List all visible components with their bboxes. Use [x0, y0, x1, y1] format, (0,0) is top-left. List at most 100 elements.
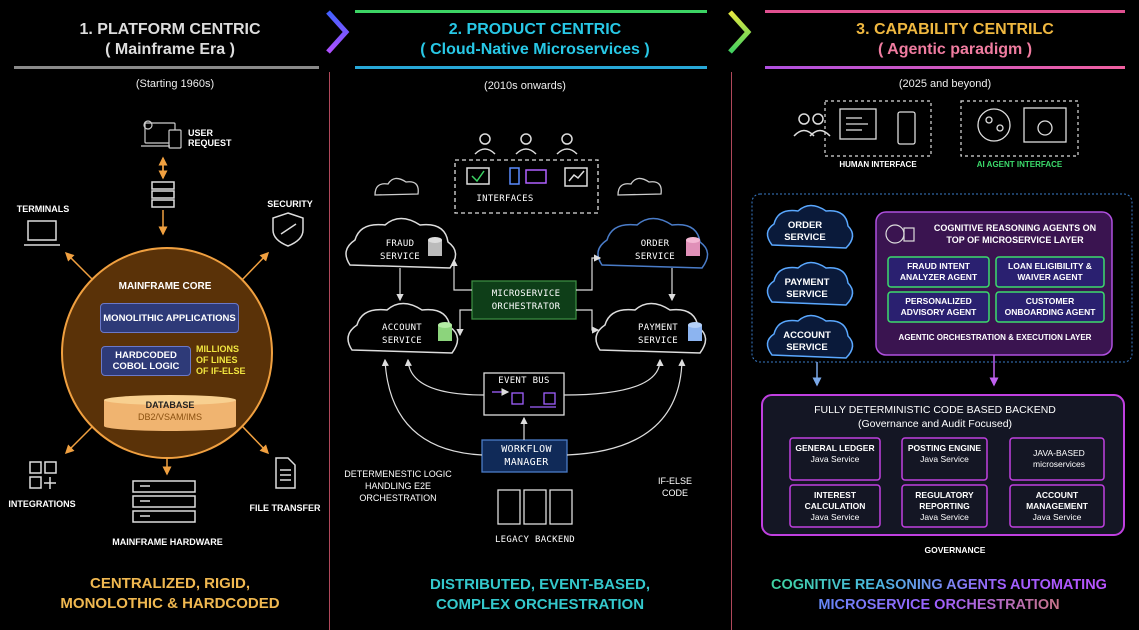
col1-title: 1. PLATFORM CENTRIC ( Mainframe Era ): [79, 21, 261, 58]
col3-diagram: [751, 100, 1133, 536]
monolithic-box: MONOLITHIC APPLICATIONS: [100, 303, 239, 333]
agent-advisory: PERSONALIZED ADVISORY AGENT: [900, 296, 977, 317]
col3-summary: COGNITIVE REASONING AGENTS AUTOMATING MI…: [745, 575, 1133, 615]
backend-service: [901, 484, 988, 528]
human-interface-label: HUMAN INTERFACE: [839, 160, 917, 169]
payment-service-cloud: [595, 302, 707, 354]
interfaces-box: [454, 159, 599, 214]
users-icon: [793, 113, 831, 137]
orchestrator-box: [471, 280, 577, 320]
col3-divider: [765, 66, 1125, 69]
server-icon: [151, 181, 175, 208]
account-service-label: ACCOUNT SERVICE: [783, 330, 831, 353]
divider-vertical: [731, 72, 732, 630]
backend-service: [789, 437, 881, 481]
col1-era: (Starting 1960s): [135, 78, 215, 90]
workflow-box: [481, 439, 568, 473]
fraud-service-cloud: [345, 217, 457, 269]
payment-service-label: PAYMENT SERVICE: [637, 323, 679, 346]
backend-service: [1009, 437, 1105, 481]
users-icon: [474, 133, 578, 155]
governance-label: GOVERNANCE: [924, 545, 986, 555]
order-service-cloud: [597, 217, 709, 269]
account-service-label: ACCOUNT SERVICE: [381, 323, 423, 346]
backend-service: [789, 484, 881, 528]
terminals-label: TERMINALS: [16, 204, 70, 214]
terminal-icon: [24, 220, 60, 246]
svc-posting-engine: POSTING ENGINE Java Service: [907, 443, 982, 464]
col1-summary: CENTRALIZED, RIGID, MONOLOTHIC & HARDCOD…: [60, 575, 280, 612]
backend-service: [901, 437, 988, 481]
hardware-label: MAINFRAME HARDWARE: [112, 537, 223, 547]
svc-regulatory: REGULATORY REPORTING Java Service: [915, 490, 974, 522]
col2-divider: [355, 10, 707, 13]
agent-docs-icon: [885, 224, 915, 244]
integrations-label: INTEGRATIONS: [8, 499, 76, 509]
svc-general-ledger: GENERAL LEDGER Java Service: [795, 443, 875, 464]
agent-box: [887, 291, 990, 323]
deterministic-label: DETERMENESTIC LOGIC HANDLING E2E ORCHEST…: [344, 469, 452, 503]
col3-era: (2025 and beyond): [898, 78, 992, 90]
millions-label: MILLIONS OF LINES OF IF-ELSE: [196, 344, 246, 376]
svc-account-mgmt: ACCOUNT MANAGEMENT Java Service: [1026, 490, 1088, 522]
legacy-backend-icon: [497, 489, 573, 525]
col2-title: 2. PRODUCT CENTRIC ( Cloud-Native Micros…: [420, 21, 650, 58]
agent-fraud: FRAUD INTENT ANALYZER AGENT: [899, 261, 978, 282]
cloud-icon: [374, 177, 662, 196]
interface-icons: [466, 167, 588, 187]
account-service-cloud: [347, 302, 459, 354]
agents-title: COGNITIVE REASONING AGENTS ON TOP OF MIC…: [933, 223, 1097, 245]
ai-interface-label: AI AGENT INTERFACE: [976, 160, 1063, 169]
chevron-right-icon: [326, 10, 350, 54]
file-icon: [275, 457, 296, 489]
event-bus-box: [483, 372, 565, 416]
agent-loan: LOAN ELIGIBILITY & WAIVER AGENT: [1008, 261, 1092, 282]
ifelse-label: IF-ELSE CODE: [657, 476, 692, 498]
agent-box: [887, 256, 990, 288]
database-sub: DB2/VSAM/IMS: [137, 412, 202, 422]
workflow-label: WORKFLOW MANAGER: [501, 444, 552, 468]
col1-divider: [14, 66, 319, 69]
agent-box: [995, 291, 1105, 323]
database-label: DATABASE: [145, 400, 195, 410]
security-label: SECURITY: [267, 199, 313, 209]
agent-onboarding: CUSTOMER ONBOARDING AGENT: [1004, 296, 1096, 317]
user-request-label: USER REQUEST: [188, 128, 232, 148]
col3-title: 3. CAPABILITY CENTRILC ( Agentic paradig…: [856, 21, 1054, 58]
agent-box: [995, 256, 1105, 288]
ai-interface-box: [960, 100, 1079, 157]
user-request-icon: [141, 120, 182, 149]
backend-service: [1009, 484, 1105, 528]
integrations-icon: [29, 461, 57, 489]
col2-era: (2010s onwards): [484, 80, 566, 92]
legacy-backend-label: LEGACY BACKEND: [494, 535, 576, 545]
svc-java-based: JAVA-BASED microservices: [1033, 448, 1085, 469]
col2-summary: DISTRIBUTED, EVENT-BASED, COMPLEX ORCHES…: [429, 576, 651, 613]
hardcoded-box: HARDCODED COBOL LOGIC: [101, 346, 191, 376]
order-service-label: ORDER SERVICE: [634, 239, 676, 262]
divider-vertical: [329, 72, 330, 630]
file-transfer-label: FILE TRANSFER: [249, 503, 321, 513]
database-icon: [428, 237, 702, 341]
col2-diagram: [345, 133, 709, 525]
payment-service-label: PAYMENT SERVICE: [784, 277, 830, 300]
human-interface-box: [824, 100, 932, 157]
svc-interest-calc: INTEREST CALCULATION Java Service: [804, 490, 866, 522]
order-service-label: ORDER SERVICE: [784, 220, 826, 243]
backend-sub: (Governance and Audit Focused): [857, 418, 1013, 430]
event-bus-label: EVENT BUS: [498, 376, 550, 386]
backend-title: FULLY DETERMINISTIC CODE BASED BACKEND: [814, 404, 1056, 416]
interfaces-label: INTERFACES: [476, 194, 534, 204]
shield-icon: [272, 212, 304, 247]
core-title: MAINFRAME CORE: [118, 281, 212, 292]
col3-divider: [765, 10, 1125, 13]
service-clouds: [766, 204, 854, 359]
agentic-layer-label: AGENTIC ORCHESTRATION & EXECUTION LAYER: [898, 333, 1092, 342]
orchestrator-label: MICROSERVICE ORCHESTRATOR: [491, 289, 561, 312]
mainframe-hardware-icon: [132, 480, 196, 523]
col2-divider: [355, 66, 707, 69]
chevron-right-icon: [728, 10, 752, 54]
database-cylinder: [104, 395, 236, 431]
fraud-service-label: FRAUD SERVICE: [379, 239, 421, 262]
agentic-container: [751, 193, 1133, 363]
